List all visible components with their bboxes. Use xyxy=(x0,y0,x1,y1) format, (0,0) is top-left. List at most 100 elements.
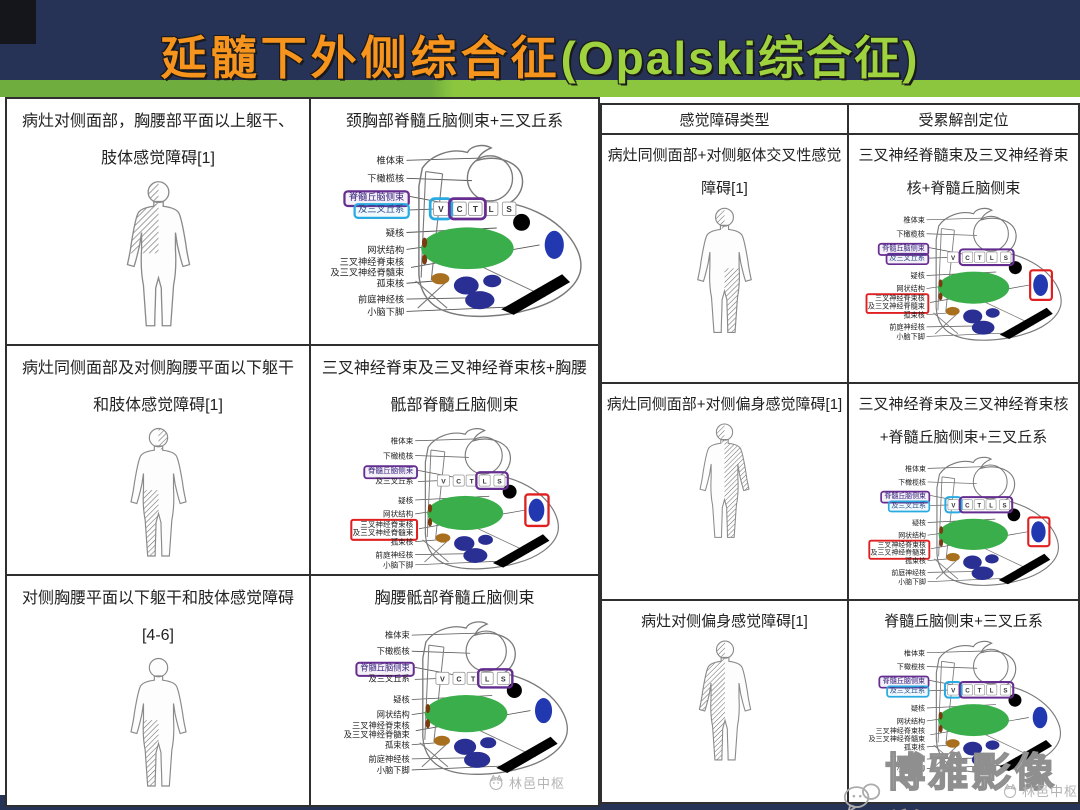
svg-text:V: V xyxy=(440,674,445,683)
svg-text:S: S xyxy=(1003,255,1007,262)
green-stripe xyxy=(0,80,1080,97)
svg-text:S: S xyxy=(500,674,505,683)
svg-text:T: T xyxy=(472,205,477,214)
medulla-label: 脊髓丘脑侧束 xyxy=(360,662,410,672)
medulla-label: 及三叉神经脊髓束 xyxy=(868,734,925,743)
body-figure xyxy=(121,655,196,797)
medulla-label: 及三叉丘系 xyxy=(889,253,925,262)
medulla-label: 前庭神经核 xyxy=(889,322,925,331)
medulla-label: 及三叉丘系 xyxy=(375,475,413,485)
medulla-label: 疑核 xyxy=(393,694,410,704)
medulla-label: 脊髓丘脑侧束 xyxy=(348,191,403,202)
medulla-label: 小脑下脚 xyxy=(376,765,409,775)
medulla-label: 椎体束 xyxy=(905,464,926,473)
finding-text: 病灶同侧面部及对侧胸腰平面以下躯干和肢体感觉障碍[1] xyxy=(21,360,294,414)
svg-text:S: S xyxy=(1003,687,1007,694)
medulla-label: 及三叉丘系 xyxy=(889,685,924,694)
medulla-label: 网状结构 xyxy=(898,531,926,540)
left-r2-finding-cell: 病灶同侧面部及对侧胸腰平面以下躯干和肢体感觉障碍[1] xyxy=(7,346,311,576)
medulla-label: 脊髓丘脑侧束 xyxy=(884,491,926,500)
medulla-label: 小脑下脚 xyxy=(383,559,414,569)
body-figure xyxy=(688,205,761,343)
anatomy-text: 脊髓丘脑侧束+三叉丘系 xyxy=(884,613,1043,630)
medulla-label: 及三叉丘系 xyxy=(358,204,404,214)
svg-text:L: L xyxy=(488,205,493,214)
anatomy-text: 三叉神经脊束及三叉神经脊束核+脊髓丘脑侧束+三叉丘系 xyxy=(858,396,1069,446)
medulla-label: 椎体束 xyxy=(903,215,924,224)
left-table: 病灶对侧面部，胸腰部平面以上躯干、肢体感觉障碍[1] 颈胸部脊髓丘脑侧束+三叉丘… xyxy=(5,97,600,807)
svg-text:V: V xyxy=(951,255,956,262)
corner-block xyxy=(0,0,36,44)
medulla-label: 疑核 xyxy=(910,271,924,280)
right-header-type: 感觉障碍类型 xyxy=(602,105,849,135)
medulla-label: 小脑下脚 xyxy=(367,306,404,317)
medulla-label: 三叉神经脊束核 xyxy=(875,726,925,735)
medulla-label: 三叉神经脊束核 xyxy=(877,540,926,549)
medulla-label: 三叉神经脊束核 xyxy=(351,720,409,730)
svg-text:C: C xyxy=(456,478,461,485)
anatomy-text: 三叉神经脊髓束及三叉神经脊束核+脊髓丘脑侧束 xyxy=(858,147,1069,197)
medulla-label: 椎体束 xyxy=(390,435,413,445)
medulla-label: 及三叉神经脊髓束 xyxy=(870,548,925,557)
medulla-label: 小脑下脚 xyxy=(896,332,925,341)
svg-text:L: L xyxy=(484,674,489,683)
medulla-label: 脊髓丘脑侧束 xyxy=(882,243,925,252)
svg-text:V: V xyxy=(438,205,444,214)
medulla-label: 下橄榄核 xyxy=(896,662,924,671)
medulla-label: 及三叉神经脊髓束 xyxy=(352,527,413,537)
finding-text: 病灶对侧面部，胸腰部平面以上躯干、肢体感觉障碍[1] xyxy=(21,113,294,167)
medulla-label: 及三叉神经脊髓束 xyxy=(343,730,409,740)
medulla-label: 三叉神经脊束核 xyxy=(360,518,413,528)
medulla-label: 疑核 xyxy=(910,704,924,713)
body-figure xyxy=(116,178,201,338)
anatomy-text: 颈胸部脊髓丘脑侧束+三叉丘系 xyxy=(345,113,564,130)
medulla-label: 前庭神经核 xyxy=(891,568,926,577)
medulla-label: 脊髓丘脑侧束 xyxy=(882,676,924,685)
svg-text:L: L xyxy=(989,687,993,694)
body-figure xyxy=(121,425,196,567)
medulla-label: 椎体束 xyxy=(903,648,924,657)
finding-text: 病灶同侧面部+对侧躯体交叉性感觉障碍[1] xyxy=(607,147,842,197)
svg-text:V: V xyxy=(951,687,956,694)
medulla-label: 下橄榄核 xyxy=(383,450,414,460)
medulla-label: 椎体束 xyxy=(376,154,404,165)
body-figure-svg xyxy=(698,640,751,761)
medulla-label: 及三叉丘系 xyxy=(368,673,409,683)
medulla-label: 疑核 xyxy=(912,518,926,527)
anatomy-text: 三叉神经脊束及三叉神经脊束核+胸腰骶部脊髓丘脑侧束 xyxy=(321,360,588,414)
medulla-label: 前庭神经核 xyxy=(368,754,409,764)
medulla-label: 疑核 xyxy=(398,494,414,504)
svg-text:V: V xyxy=(441,478,446,485)
anatomy-text: 胸腰骶部脊髓丘脑侧束 xyxy=(374,590,535,607)
svg-text:T: T xyxy=(470,674,475,683)
medulla-label: 小脑下脚 xyxy=(898,577,926,586)
body-figure-svg xyxy=(699,423,750,538)
medulla-label: 前庭神经核 xyxy=(358,293,404,304)
body-figure xyxy=(691,421,758,547)
page-title: 延髓下外侧综合征(Opalski综合征) xyxy=(0,22,1080,88)
medulla-label: 小脑下脚 xyxy=(896,764,924,773)
medulla-label: 下橄榄核 xyxy=(367,173,404,184)
medulla-label: 三叉神经脊束核 xyxy=(339,256,404,267)
right-table: 感觉障碍类型 受累解剖定位 病灶同侧面部+对侧躯体交叉性感觉障碍[1] 三叉神经… xyxy=(600,103,1080,804)
medulla-label: 孤束核 xyxy=(903,742,924,751)
medulla-label: 网状结构 xyxy=(896,717,924,726)
body-figure-svg xyxy=(129,657,187,787)
medulla-label: 椎体束 xyxy=(384,630,409,640)
svg-text:C: C xyxy=(965,687,970,694)
finding-text: 病灶同侧面部+对侧偏身感觉障碍[1] xyxy=(606,396,843,413)
left-r1-finding-cell: 病灶对侧面部，胸腰部平面以上躯干、肢体感觉障碍[1] xyxy=(7,99,311,346)
